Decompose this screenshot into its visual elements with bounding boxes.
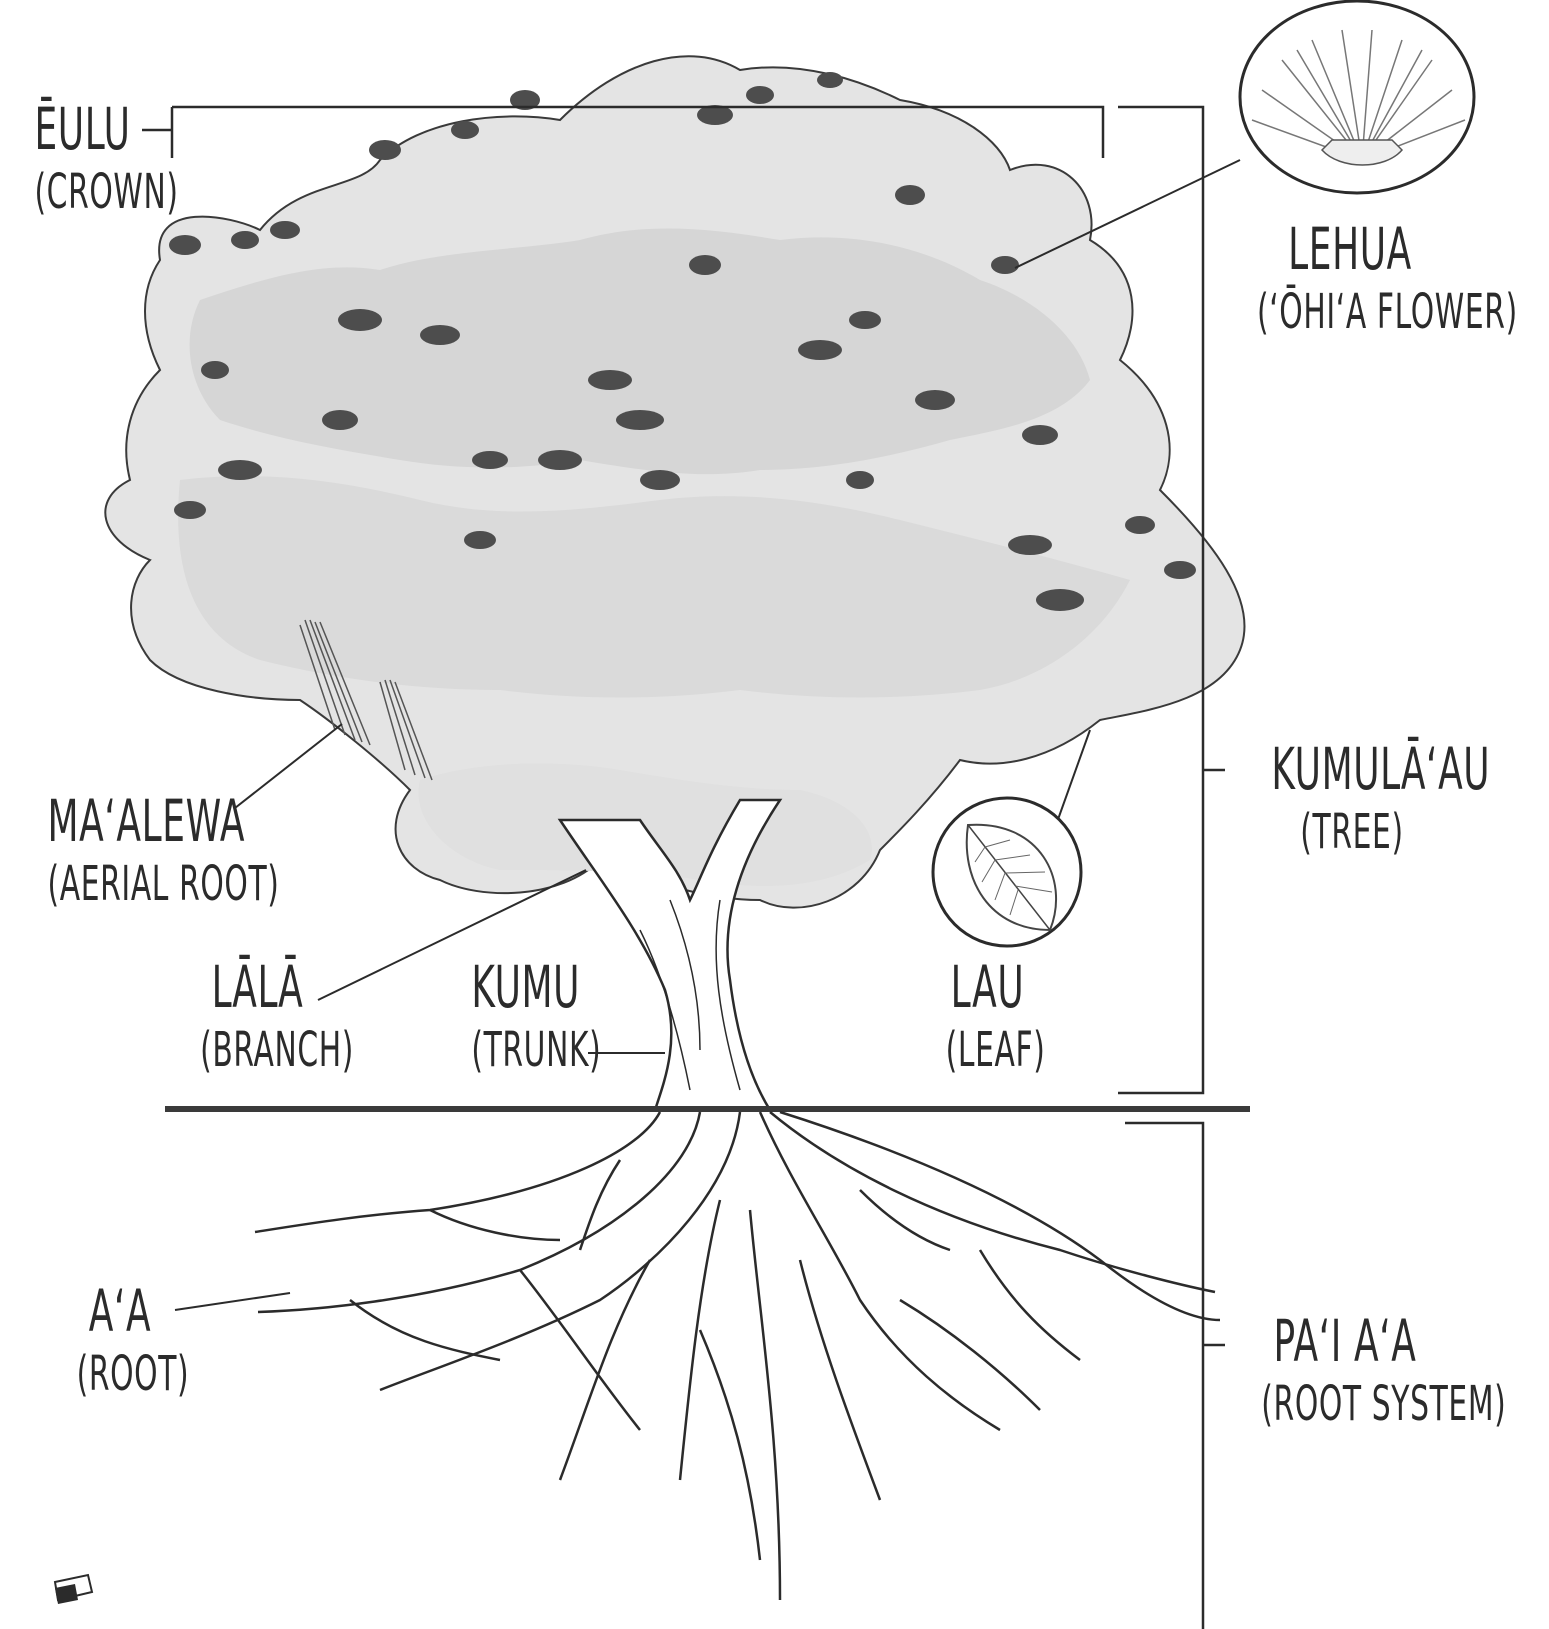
label-kumulaau-sub: (TREE) <box>1271 808 1432 856</box>
label-lala-sub: (BRANCH) <box>200 1026 315 1074</box>
label-kumulaau-main: KUMULĀʻAU <box>1271 740 1432 798</box>
label-kumu: KUMU (TRUNK) <box>440 958 605 1074</box>
label-lehua-sub: (ʻŌHIʻA FLOWER) <box>1257 288 1443 336</box>
label-paiaa: PAʻI AʻA (ROOT SYSTEM) <box>1210 1312 1480 1428</box>
label-lala-main: LĀLĀ <box>200 958 315 1016</box>
publisher-logo-mark <box>55 1575 92 1604</box>
label-kumulaau: KUMULĀʻAU (TREE) <box>1222 740 1482 856</box>
label-maalewa-sub: (AERIAL ROOT) <box>48 860 203 908</box>
label-kumu-main: KUMU <box>471 958 573 1016</box>
label-lau: LAU (LEAF) <box>920 958 1055 1074</box>
lau-leaf-inset <box>933 798 1081 946</box>
label-maalewa-main: MAʻALEWA <box>48 792 203 850</box>
label-eulu: ĒULU (CROWN) <box>5 100 160 216</box>
label-lehua: LEHUA (ʻŌHIʻA FLOWER) <box>1200 220 1500 336</box>
label-aa: AʻA (ROOT) <box>50 1282 190 1398</box>
label-paiaa-sub: (ROOT SYSTEM) <box>1261 1380 1428 1428</box>
label-eulu-main: ĒULU <box>34 100 130 158</box>
label-lala: LĀLĀ (BRANCH) <box>165 958 350 1074</box>
lehua-flower-inset <box>1240 1 1474 193</box>
label-lau-sub: (LEAF) <box>946 1026 1030 1074</box>
label-aa-sub: (ROOT) <box>77 1350 164 1398</box>
label-lau-main: LAU <box>946 958 1030 1016</box>
label-kumu-sub: (TRUNK) <box>471 1026 573 1074</box>
label-eulu-sub: (CROWN) <box>34 168 130 216</box>
label-aa-main: AʻA <box>77 1282 164 1340</box>
label-paiaa-main: PAʻI AʻA <box>1261 1312 1428 1370</box>
label-maalewa: MAʻALEWA (AERIAL ROOT) <box>0 792 250 908</box>
label-lehua-main: LEHUA <box>1257 220 1443 278</box>
root-system-drawing <box>255 1112 1220 1600</box>
